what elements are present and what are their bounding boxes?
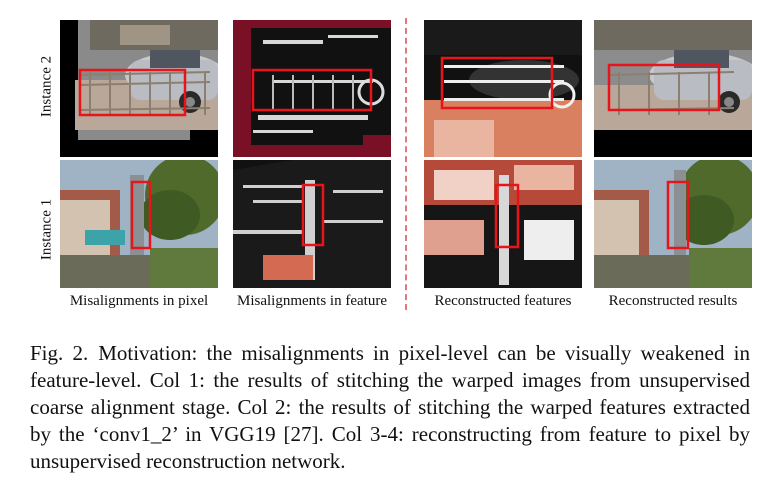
panel-instance1-pixel <box>60 160 218 288</box>
row-label-instance-2: Instance 2 <box>38 55 55 118</box>
highlight-box <box>494 183 520 249</box>
highlight-box <box>78 68 187 117</box>
highlight-box <box>130 180 152 250</box>
street-tree-image <box>60 160 218 288</box>
caption-text: Motivation: the misalignments in pixel-l… <box>30 341 751 473</box>
col-label-recon-features: Reconstructed features <box>434 293 572 309</box>
car-scene-image <box>60 20 218 157</box>
col-label-recon-results: Reconstructed results <box>608 293 738 309</box>
highlight-box <box>607 63 721 112</box>
highlight-box <box>666 180 690 250</box>
feature-map-street-image <box>233 160 391 288</box>
highlight-box <box>251 68 373 112</box>
panel-instance2-pixel <box>60 20 218 157</box>
panel-instance1-recon-result <box>594 160 752 288</box>
reconstructed-car-image <box>594 20 752 157</box>
col-label-feature: Misalignments in feature <box>237 293 387 309</box>
highlight-box <box>440 56 554 110</box>
figure-2: Instance 2 Instance 1 <box>38 18 752 310</box>
reconstructed-feature-image <box>424 20 582 157</box>
row-label-instance-1: Instance 1 <box>38 198 55 261</box>
caption-label: Fig. 2. <box>30 341 89 365</box>
column-divider <box>405 18 407 310</box>
panel-instance2-recon-feature <box>424 20 582 157</box>
reconstructed-feature-street-image <box>424 160 582 288</box>
panel-instance2-feature <box>233 20 391 157</box>
highlight-box <box>301 183 325 247</box>
panel-instance1-recon-feature <box>424 160 582 288</box>
panel-instance2-recon-result <box>594 20 752 157</box>
reconstructed-street-image <box>594 160 752 288</box>
panel-instance1-feature <box>233 160 391 288</box>
figure-caption: Fig. 2.Motivation: the misalignments in … <box>30 340 750 475</box>
col-label-pixel: Misalignments in pixel <box>69 293 209 309</box>
feature-map-image <box>233 20 391 157</box>
